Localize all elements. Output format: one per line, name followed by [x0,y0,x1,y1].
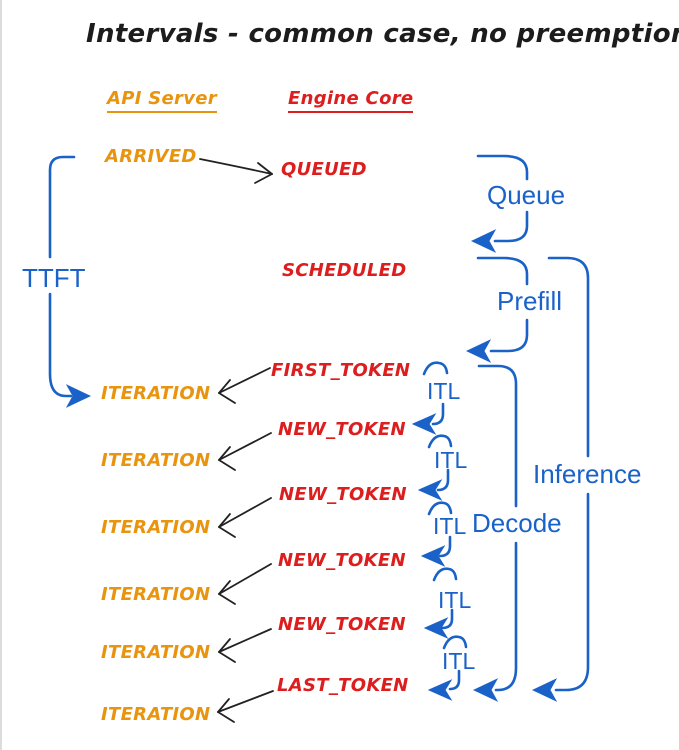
queue-arrow-icon [470,229,497,253]
event-iteration-2: ITERATION [101,450,211,471]
arrow-new-token-4-to-iteration [218,628,272,663]
event-first-token: FIRST_TOKEN [271,360,411,381]
arrow-new-token-3-to-iteration [218,563,272,605]
arrow-new-token-2-to-iteration [218,497,272,538]
ttft-bracket [48,155,92,408]
event-new-token-3: NEW_TOKEN [278,550,406,571]
event-queued: QUEUED [281,159,367,180]
inference-bracket [531,256,590,702]
interval-label-queue: Queue [487,180,566,210]
arrow-arrived-to-queued [199,158,273,184]
event-iteration-4: ITERATION [101,584,211,605]
decode-arrow-icon [472,678,499,702]
column-header-engine-core: Engine Core [288,90,414,113]
event-new-token-2: NEW_TOKEN [279,484,407,505]
event-arrived: ARRIVED [105,146,197,167]
event-scheduled: SCHEDULED [282,260,407,281]
arrow-new-token-1-to-iteration [218,432,272,471]
itl-bracket-4 [423,567,458,639]
itl-arrow-icon [420,545,446,567]
arrow-last-token-to-iteration [217,690,274,723]
event-iteration-5: ITERATION [101,642,211,663]
itl-bracket-1 [411,361,449,435]
arrow-first-token-to-iteration [218,367,271,404]
itl-arrow-icon [417,479,443,501]
interval-label-itl-1: ITL [427,378,461,404]
itl-bracket-2 [417,434,453,501]
itl-arrow-icon [423,617,449,639]
interval-label-inference: Inference [533,459,642,489]
event-iteration-1: ITERATION [101,383,211,404]
diagram-title: Intervals - common case, no preemptions [86,19,679,49]
event-new-token-4: NEW_TOKEN [278,614,406,635]
column-header-api-server: API Server [107,90,217,113]
interval-label-itl-3: ITL [433,513,467,539]
itl-bracket-5 [427,635,468,701]
interval-label-decode: Decode [472,508,562,538]
event-iteration-3: ITERATION [101,517,211,538]
interval-label-itl-4: ITL [438,587,472,613]
event-last-token: LAST_TOKEN [277,675,409,696]
window-edge [0,0,2,750]
interval-label-ttft: TTFT [22,263,86,293]
inference-arrow-icon [531,678,558,702]
interval-label-itl-2: ITL [434,447,468,473]
prefill-bracket [465,256,529,363]
interval-label-itl-5: ITL [442,648,476,674]
event-iteration-6: ITERATION [101,704,211,725]
itl-bracket-3 [420,501,453,567]
decode-bracket [472,364,518,702]
interval-label-prefill: Prefill [497,286,563,316]
prefill-arrow-icon [465,339,492,363]
ttft-arrow-icon [65,384,92,408]
event-new-token-1: NEW_TOKEN [278,419,406,440]
queue-bracket [470,154,529,253]
itl-arrow-icon [411,413,437,435]
itl-arrow-icon [427,679,453,701]
